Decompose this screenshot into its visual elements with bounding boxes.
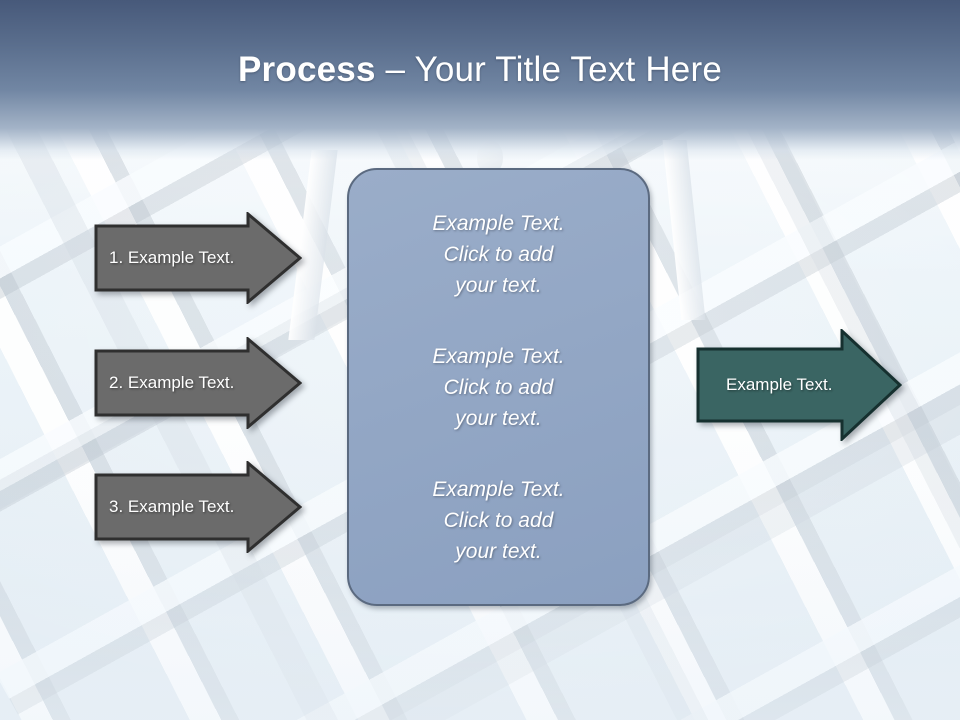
page-title-strong: Process [238, 50, 376, 89]
result-arrow[interactable]: Example Text. [696, 329, 902, 441]
arrow-right-icon [94, 212, 302, 304]
step-arrow-2-label: 2. Example Text. [109, 373, 235, 392]
page-title: Process – Your Title Text Here [0, 48, 960, 92]
step-arrow-2[interactable]: 2. Example Text. [94, 337, 302, 429]
step-arrow-1-label: 1. Example Text. [109, 248, 235, 267]
step-arrow-1[interactable]: 1. Example Text. [94, 212, 302, 304]
center-content-box[interactable]: Example Text. Click to add your text. Ex… [347, 168, 650, 606]
center-box-paragraph-3: Example Text. Click to add your text. [432, 477, 565, 563]
arrow-right-icon [94, 461, 302, 553]
step-arrow-3[interactable]: 3. Example Text. [94, 461, 302, 553]
result-arrow-label: Example Text. [726, 375, 833, 394]
arrow-right-icon [696, 329, 902, 441]
center-box-paragraph-1: Example Text. Click to add your text. [432, 211, 565, 297]
step-arrow-3-label: 3. Example Text. [109, 497, 235, 516]
arrow-right-icon [94, 337, 302, 429]
center-box-paragraph-2: Example Text. Click to add your text. [432, 344, 565, 430]
page-title-rest: – Your Title Text Here [375, 50, 722, 89]
